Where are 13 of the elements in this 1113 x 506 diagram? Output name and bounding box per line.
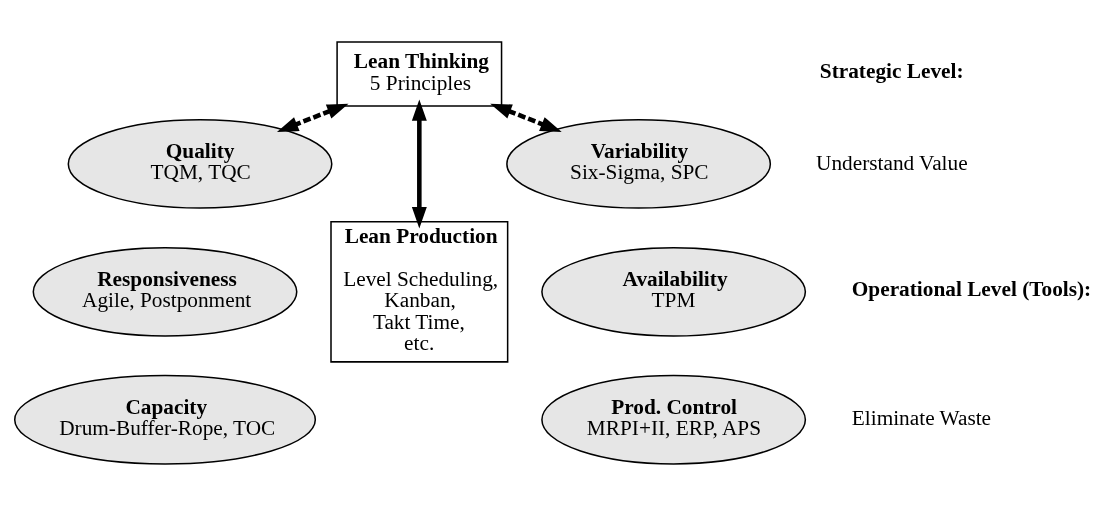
node-ellipse: Prod. Control MRPI+II, ERP, APS xyxy=(541,374,807,465)
node-ellipse: Capacity Drum-Buffer-Rope, TOC xyxy=(13,374,317,465)
label: Strategic Level: xyxy=(819,59,964,84)
node-ellipse: Responsiveness Agile, Postponment xyxy=(32,246,298,337)
arrow xyxy=(411,99,427,229)
label: Understand Value xyxy=(816,150,968,175)
node-box: Lean Production Level Scheduling, Kanban, Takt Time, etc. xyxy=(330,221,509,363)
node-box: Lean Thinking 5 Principles xyxy=(336,41,503,107)
label: Eliminate Waste xyxy=(851,406,992,431)
arrow xyxy=(276,103,349,132)
arrow xyxy=(490,103,562,132)
label: Operational Level (Tools): xyxy=(851,276,1092,301)
node-ellipse: Availability TPM xyxy=(541,246,807,337)
